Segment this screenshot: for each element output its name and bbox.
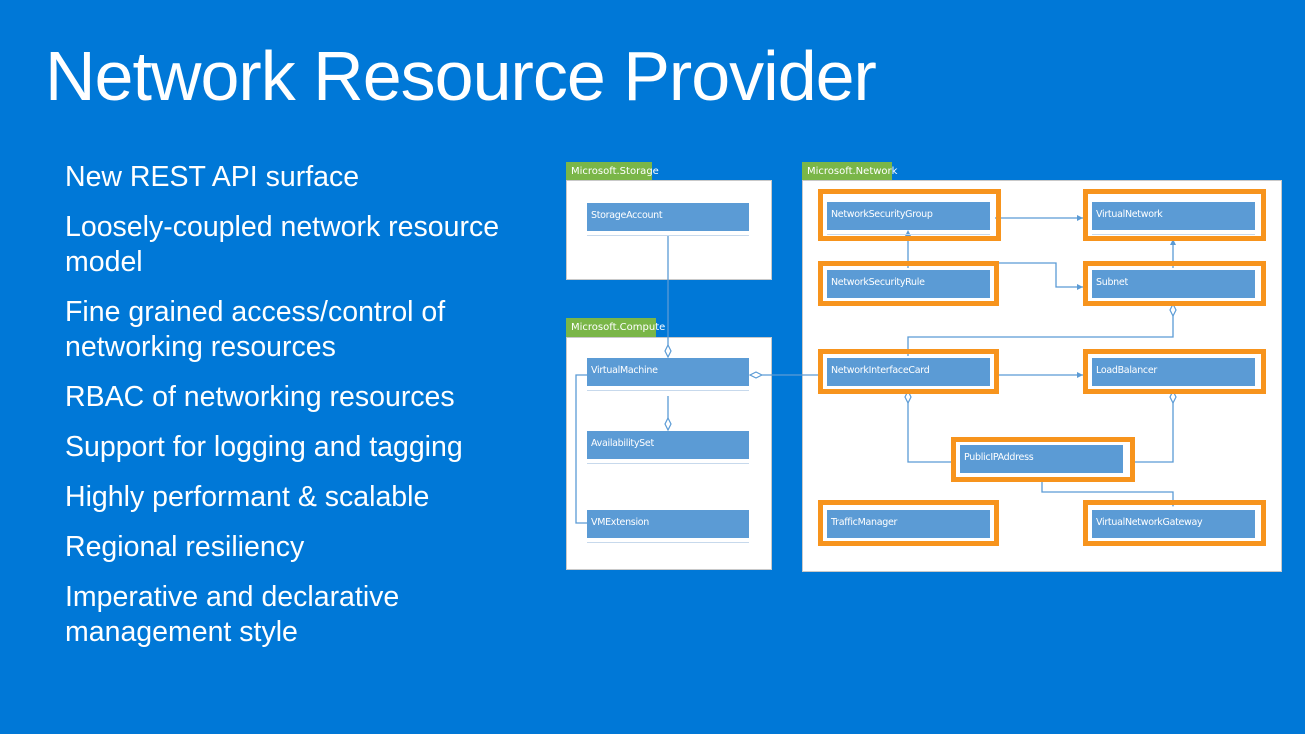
highlight-public-ip-address — [951, 437, 1135, 482]
bullet-list: New REST API surface Loosely-coupled net… — [65, 160, 565, 665]
highlight-virtual-network — [1083, 189, 1266, 241]
bullet-item: RBAC of networking resources — [65, 381, 455, 413]
bullet-item: Imperative and declarative management st… — [65, 581, 400, 648]
class-availability-set: AvailabilitySet — [587, 431, 749, 464]
class-storage-account: StorageAccount — [587, 203, 749, 236]
bullet-item: Regional resiliency — [65, 531, 305, 563]
class-virtual-network: VirtualNetwork — [1092, 202, 1255, 235]
class-network-interface-card: NetworkInterfaceCard — [827, 358, 990, 391]
package-tab-storage: Microsoft.Storage — [566, 162, 659, 182]
highlight-traffic-manager — [818, 500, 999, 546]
bullet-item: Fine grained access/control of networkin… — [65, 296, 446, 363]
class-network-security-group: NetworkSecurityGroup — [827, 202, 990, 235]
bullet-item: Highly performant & scalable — [65, 481, 430, 513]
bullet-item: Support for logging and tagging — [65, 431, 463, 463]
class-vm-extension: VMExtension — [587, 510, 749, 543]
class-virtual-machine: VirtualMachine — [587, 358, 749, 391]
highlight-load-balancer — [1083, 349, 1266, 394]
class-load-balancer: LoadBalancer — [1092, 358, 1255, 391]
package-tab-network: Microsoft.Network — [802, 162, 897, 182]
highlight-network-interface-card — [818, 349, 999, 394]
highlight-virtual-network-gateway — [1083, 500, 1266, 546]
highlight-subnet — [1083, 261, 1266, 306]
bullet-item: Loosely-coupled network resource model — [65, 211, 500, 278]
highlight-network-security-rule — [818, 261, 999, 306]
slide-title: Network Resource Provider — [45, 37, 877, 115]
bullet-item: New REST API surface — [65, 161, 360, 193]
highlight-network-security-group — [818, 189, 1001, 241]
package-tab-compute: Microsoft.Compute — [566, 318, 665, 338]
